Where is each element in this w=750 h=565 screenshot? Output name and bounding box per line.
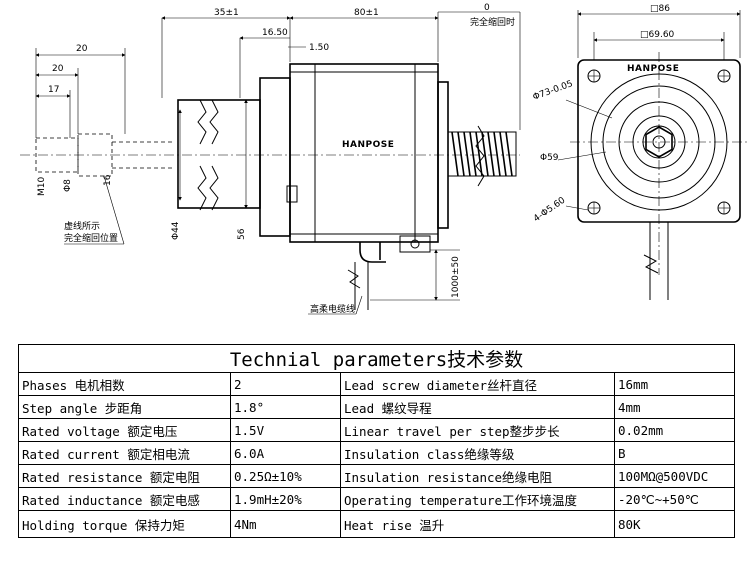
- dim-0-note: 完全缩回时: [470, 16, 515, 28]
- dim-phi8: Φ8: [63, 179, 73, 192]
- front-boss: [177, 99, 261, 209]
- param-value: -20℃~+50℃: [613, 487, 736, 511]
- dim-80: 80±1: [354, 8, 379, 18]
- dim-holes: 4-Φ5.60: [532, 195, 568, 224]
- dim-m10: M10: [37, 177, 47, 196]
- dim-phi44: Φ44: [171, 221, 181, 240]
- param-name: Rated resistance 额定电阻: [18, 464, 231, 488]
- dim-20-top: 20: [76, 44, 88, 54]
- dim-16-50: 16.50: [262, 28, 288, 38]
- retracted-tip-outline: [35, 137, 79, 173]
- note-cable: 高柔电缆线: [310, 303, 355, 315]
- note-dashed-2: 完全缩回位置: [64, 232, 118, 244]
- param-name: Lead screw diameter丝杆直径: [340, 372, 615, 396]
- front-view: □86 □69.60 HANPOSE Φ73-0.05 Φ59 4-Φ5.: [532, 4, 748, 300]
- param-name: Rated voltage 额定电压: [18, 418, 231, 442]
- dim-56: 56: [237, 228, 247, 240]
- cable-exit: [359, 242, 386, 263]
- param-value: 4mm: [613, 395, 736, 419]
- param-value: 1.5V: [230, 418, 341, 442]
- table-title: Technial parameters技术参数: [17, 344, 736, 373]
- param-name: Phases 电机相数: [18, 372, 231, 396]
- param-name: Insulation resistance绝缘电阻: [340, 464, 615, 488]
- param-name: Lead 螺纹导程: [340, 395, 615, 419]
- screw-break: [475, 125, 485, 187]
- param-value: 100MΩ@500VDC: [613, 464, 736, 488]
- param-value: 0.25Ω±10%: [230, 464, 341, 488]
- param-value: 0.02mm: [613, 418, 736, 442]
- front-brand: HANPOSE: [627, 64, 679, 74]
- param-name: Rated current 额定相电流: [18, 441, 231, 465]
- side-brand: HANPOSE: [342, 140, 394, 150]
- param-name: Step angle 步距角: [18, 395, 231, 419]
- dim-sq69: □69.60: [640, 30, 675, 40]
- dim-1-50: 1.50: [309, 43, 329, 53]
- param-value: 1.8°: [230, 395, 341, 419]
- note-dashed-1: 虚线所示: [64, 220, 100, 232]
- mounting-holes: [587, 69, 731, 215]
- motor-body: [289, 63, 439, 243]
- param-name: Rated inductance 额定电感: [18, 487, 231, 511]
- motor-drawing: HANPOSE 1000±50 35±1 80±1 0 完全缩回时: [20, 3, 748, 315]
- side-view: HANPOSE 1000±50 35±1 80±1 0 完全缩回时: [20, 3, 521, 315]
- retracted-shaft-outline: [77, 133, 113, 177]
- cable-clamp: [399, 235, 431, 253]
- param-name: Linear travel per step整步步长: [340, 418, 615, 442]
- front-cable: [649, 222, 669, 300]
- dim-35: 35±1: [214, 8, 239, 18]
- dim-1000: 1000±50: [451, 256, 461, 298]
- param-name: Holding torque 保持力矩: [18, 510, 231, 538]
- dim-phi59: Φ59: [540, 153, 559, 163]
- dim-sq86: □86: [650, 4, 670, 14]
- param-value: 2: [230, 372, 341, 396]
- param-name: Operating temperature工作环境温度: [340, 487, 615, 511]
- param-value: B: [613, 441, 736, 465]
- connector: [286, 185, 298, 203]
- dim-0: 0: [484, 3, 490, 13]
- dim-16: 16: [103, 174, 113, 186]
- param-name: Heat rise 温升: [340, 510, 615, 538]
- dim-17: 17: [48, 85, 59, 95]
- front-flange: [259, 77, 291, 237]
- param-value: 4Nm: [230, 510, 341, 538]
- param-value: 16mm: [613, 372, 736, 396]
- hex-nut: [645, 126, 673, 158]
- param-value: 80K: [613, 510, 736, 538]
- break-mark: [197, 99, 207, 145]
- cable: [354, 262, 369, 310]
- param-value: 1.9mH±20%: [230, 487, 341, 511]
- param-value: 6.0A: [230, 441, 341, 465]
- param-name: Insulation class绝缘等级: [340, 441, 615, 465]
- dim-phi73: Φ73-0.05: [532, 79, 575, 103]
- dim-20-mid: 20: [52, 64, 64, 74]
- pilot-circle: [590, 73, 728, 211]
